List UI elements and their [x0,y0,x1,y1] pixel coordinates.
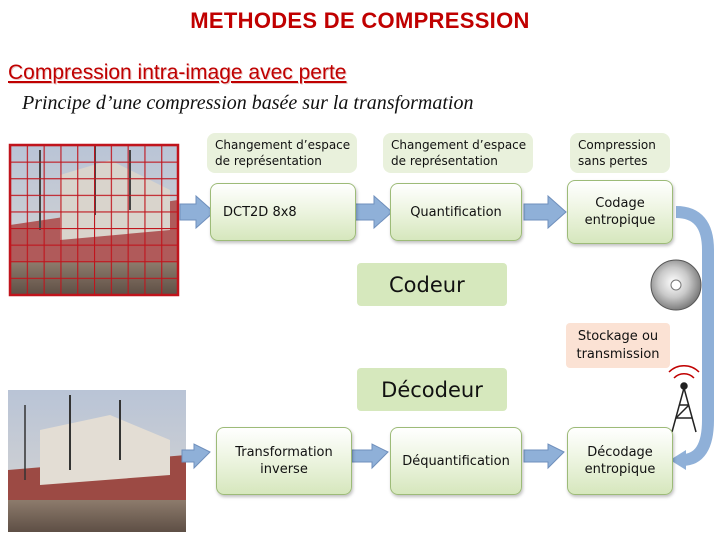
arrow-dequant-to-inverse [351,443,389,470]
arrow-decodage-to-dequant [523,443,565,470]
slide-title: METHODES DE COMPRESSION [190,8,530,33]
section-subtitle: Compression intra-image avec perte [8,61,347,84]
arrow-image-to-dct [179,194,215,230]
source-image-grid [8,143,180,297]
step-transformation-inverse: Transformation inverse [216,427,352,495]
step-codage-entropique: Codage entropique [567,180,673,244]
reconstructed-image [8,390,186,532]
principle-heading: Principe d’une compression basée sur la … [22,92,474,114]
transmission-antenna-icon [668,365,700,433]
label-space-change-1: Changement d’espace de représentation [207,133,357,173]
decoder-label: Décodeur [357,368,507,411]
storage-label: Stockage ou transmission [566,323,670,368]
step-dequantification: Déquantification [390,427,522,495]
label-space-change-2: Changement d’espace de représentation [383,133,533,173]
step-decodage-entropique: Décodage entropique [567,427,673,495]
arrow-quant-to-codage [523,194,567,230]
arrow-dct-to-quant [353,194,393,230]
storage-disc-icon [650,259,702,311]
coder-label: Codeur [357,263,507,306]
label-lossless-compression: Compression sans pertes [570,133,670,173]
vertical-flow-arrow [670,206,714,470]
step-dct: DCT2D 8x8 [210,183,356,241]
step-quantification: Quantification [390,183,522,241]
arrow-inverse-to-image [181,443,211,470]
flow-arrows [179,194,567,470]
